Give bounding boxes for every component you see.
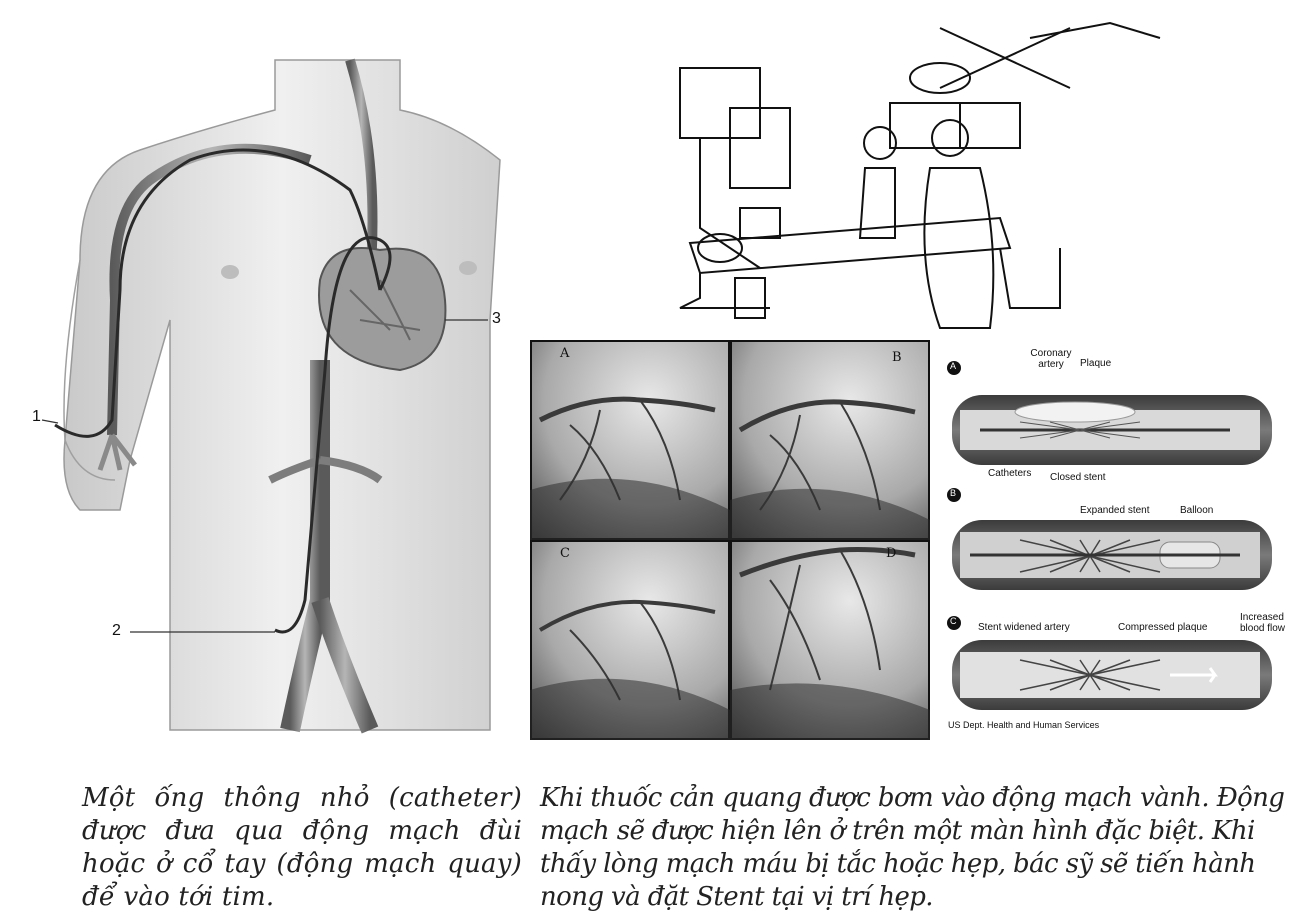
image-credit: US Dept. Health and Human Services <box>948 720 1100 730</box>
callout-1: 1 <box>32 408 41 425</box>
caption-right: Khi thuốc cản quang được bơm vào động mạ… <box>540 783 1285 912</box>
torso-drawing <box>41 58 501 734</box>
label-closed-stent: Closed stent <box>1050 472 1106 483</box>
label-stent-widened-artery: Stent widened artery <box>978 622 1070 633</box>
stent-steps <box>947 361 1272 710</box>
label-expanded-stent: Expanded stent <box>1080 505 1150 516</box>
angiogram-label-a: A <box>560 346 570 361</box>
label-balloon: Balloon <box>1180 505 1214 516</box>
stent-step-c-marker: C <box>950 616 957 626</box>
angiogram-label-d: D <box>886 546 897 561</box>
label-compressed-plaque: Compressed plaque <box>1118 622 1208 633</box>
angiogram-label-c: C <box>560 546 570 561</box>
stent-procedure-diagram: A B C Coronary artery Plaque Catheters C… <box>940 340 1301 740</box>
label-plaque: Plaque <box>1080 358 1112 369</box>
stent-step-a-marker: A <box>950 361 957 371</box>
angiogram-grid: A B C D <box>530 340 930 740</box>
callout-2: 2 <box>112 622 121 639</box>
stent-step-b-marker: B <box>950 488 957 498</box>
body-catheter-illustration: 1 2 3 <box>20 40 520 740</box>
label-catheters: Catheters <box>988 468 1032 479</box>
angiogram-images <box>530 342 930 740</box>
label-increased-blood-flow: Increased blood flow <box>1240 612 1286 634</box>
caption-left: Một ống thông nhỏ (catheter) được đưa qu… <box>82 783 522 912</box>
cath-lab-sketch <box>679 21 1161 329</box>
label-coronary-artery: Coronary artery <box>1030 348 1072 370</box>
callout-3: 3 <box>492 310 501 327</box>
angiogram-label-b: B <box>892 350 902 365</box>
cath-lab-drawing <box>640 8 1200 333</box>
